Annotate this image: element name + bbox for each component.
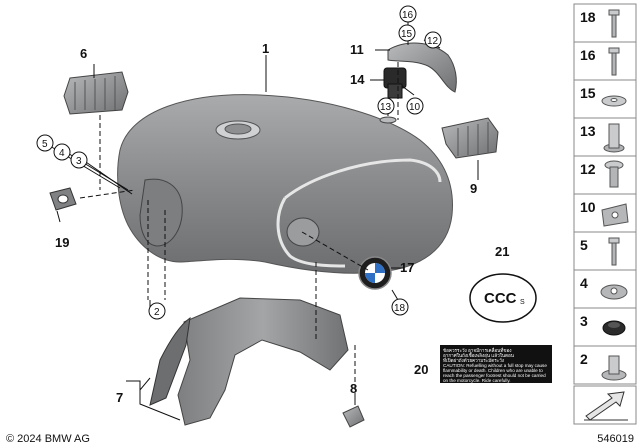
warning-label: ข้อควรระวัง อาจมีการเคลื่อนที่ของ อากาศใ… — [440, 345, 552, 383]
svg-text:4: 4 — [580, 275, 588, 291]
side-part-4: 4 — [573, 269, 637, 309]
side-part-12: 12 — [573, 155, 637, 195]
circle-label-screw-12: 12 — [427, 36, 439, 47]
spacer-icon — [601, 355, 627, 381]
bracket-part — [63, 71, 129, 115]
side-part-18: 18 — [573, 3, 637, 43]
svg-text:16: 16 — [580, 47, 596, 63]
side-part-10: 10 — [573, 193, 637, 233]
lower-cover-part — [149, 297, 349, 426]
label-badge: 17 — [400, 260, 414, 275]
label-rear-clip: 9 — [470, 181, 477, 196]
label-cap: 11 — [350, 42, 364, 57]
circle-label-screw-16: 16 — [402, 10, 414, 21]
label-tank: 1 — [262, 41, 269, 56]
clip-nut-icon — [601, 203, 629, 227]
warning-line-2: อากาศในถังเชื้อเพลิงอุ่น แล้วในตอน — [443, 352, 515, 359]
circle-label-screw-5: 5 — [42, 139, 48, 150]
svg-text:10: 10 — [580, 199, 596, 215]
warning-line-7: on the motorcycle. Ride carefully. — [443, 378, 511, 383]
bmw-badge — [358, 256, 392, 290]
screw-icon — [608, 47, 620, 76]
warning-line-1: ข้อควรระวัง อาจมีการเคลื่อนที่ของ — [443, 347, 511, 353]
screw-icon — [608, 9, 620, 38]
pipe-part — [342, 405, 365, 428]
label-ccc: 21 — [495, 244, 509, 259]
warning-line-6: reach the passenger footrest should not … — [443, 373, 546, 378]
circle-label-spacer: 2 — [154, 307, 160, 318]
circle-label-clip: 4 — [59, 148, 65, 159]
svg-text:13: 13 — [580, 123, 596, 139]
svg-text:3: 3 — [580, 313, 588, 329]
label-bracket: 6 — [80, 46, 87, 61]
svg-text:2: 2 — [580, 351, 588, 367]
side-part-arrow — [573, 385, 637, 425]
side-parts-list: 18 16 15 13 12 10 5 — [573, 3, 637, 425]
bushing-part — [379, 116, 397, 124]
circle-label-screw-18: 18 — [394, 303, 406, 314]
side-part-2: 2 — [573, 345, 637, 385]
gasket-part — [49, 187, 77, 211]
ccc-sticker: CCC S — [469, 273, 537, 323]
warning-line-3: ที่เปิดฝาถังด้วยความระมัดระวัง — [443, 357, 504, 363]
label-pipe: 8 — [350, 381, 357, 396]
label-warning: 20 — [414, 362, 428, 377]
diagram-id: 546019 — [597, 433, 634, 445]
svg-text:15: 15 — [580, 85, 596, 101]
side-part-13: 13 — [573, 117, 637, 157]
grommet-part — [383, 67, 407, 99]
svg-text:12: 12 — [580, 161, 596, 177]
circle-label-bushing: 13 — [380, 102, 392, 113]
side-part-16: 16 — [573, 41, 637, 81]
screw-icon — [608, 237, 620, 266]
side-part-3: 3 — [573, 307, 637, 347]
washer-icon — [601, 95, 627, 107]
bushing-icon — [603, 123, 625, 153]
callouts: 1 6 9 11 14 17 19 7 8 21 20 5 4 3 2 16 1… — [36, 5, 509, 405]
fuel-tank — [117, 94, 454, 274]
circle-label-bolt: 3 — [76, 156, 82, 167]
collar-screw-icon — [604, 160, 624, 188]
label-grommet: 14 — [350, 72, 365, 87]
label-cover: 7 — [116, 390, 123, 405]
side-part-15: 15 — [573, 79, 637, 119]
rear-clip-part — [441, 117, 499, 159]
warning-line-4: CAUTION: Refuelling without a full stop … — [443, 363, 547, 368]
warning-line-5: flammability or death. Children who are … — [443, 368, 543, 373]
clip-icon — [600, 284, 628, 300]
circle-label-washer: 15 — [401, 29, 413, 40]
circle-label-clip-nut: 10 — [409, 102, 421, 113]
copyright-text: © 2024 BMW AG — [6, 433, 90, 445]
grommet-icon — [602, 320, 626, 336]
side-part-5: 5 — [573, 231, 637, 271]
svg-text:5: 5 — [580, 237, 588, 253]
label-gasket: 19 — [55, 235, 69, 250]
ccc-mark: CCC — [484, 290, 517, 307]
svg-text:18: 18 — [580, 9, 596, 25]
ccc-suffix: S — [520, 299, 525, 306]
assembly-guides — [79, 62, 399, 405]
